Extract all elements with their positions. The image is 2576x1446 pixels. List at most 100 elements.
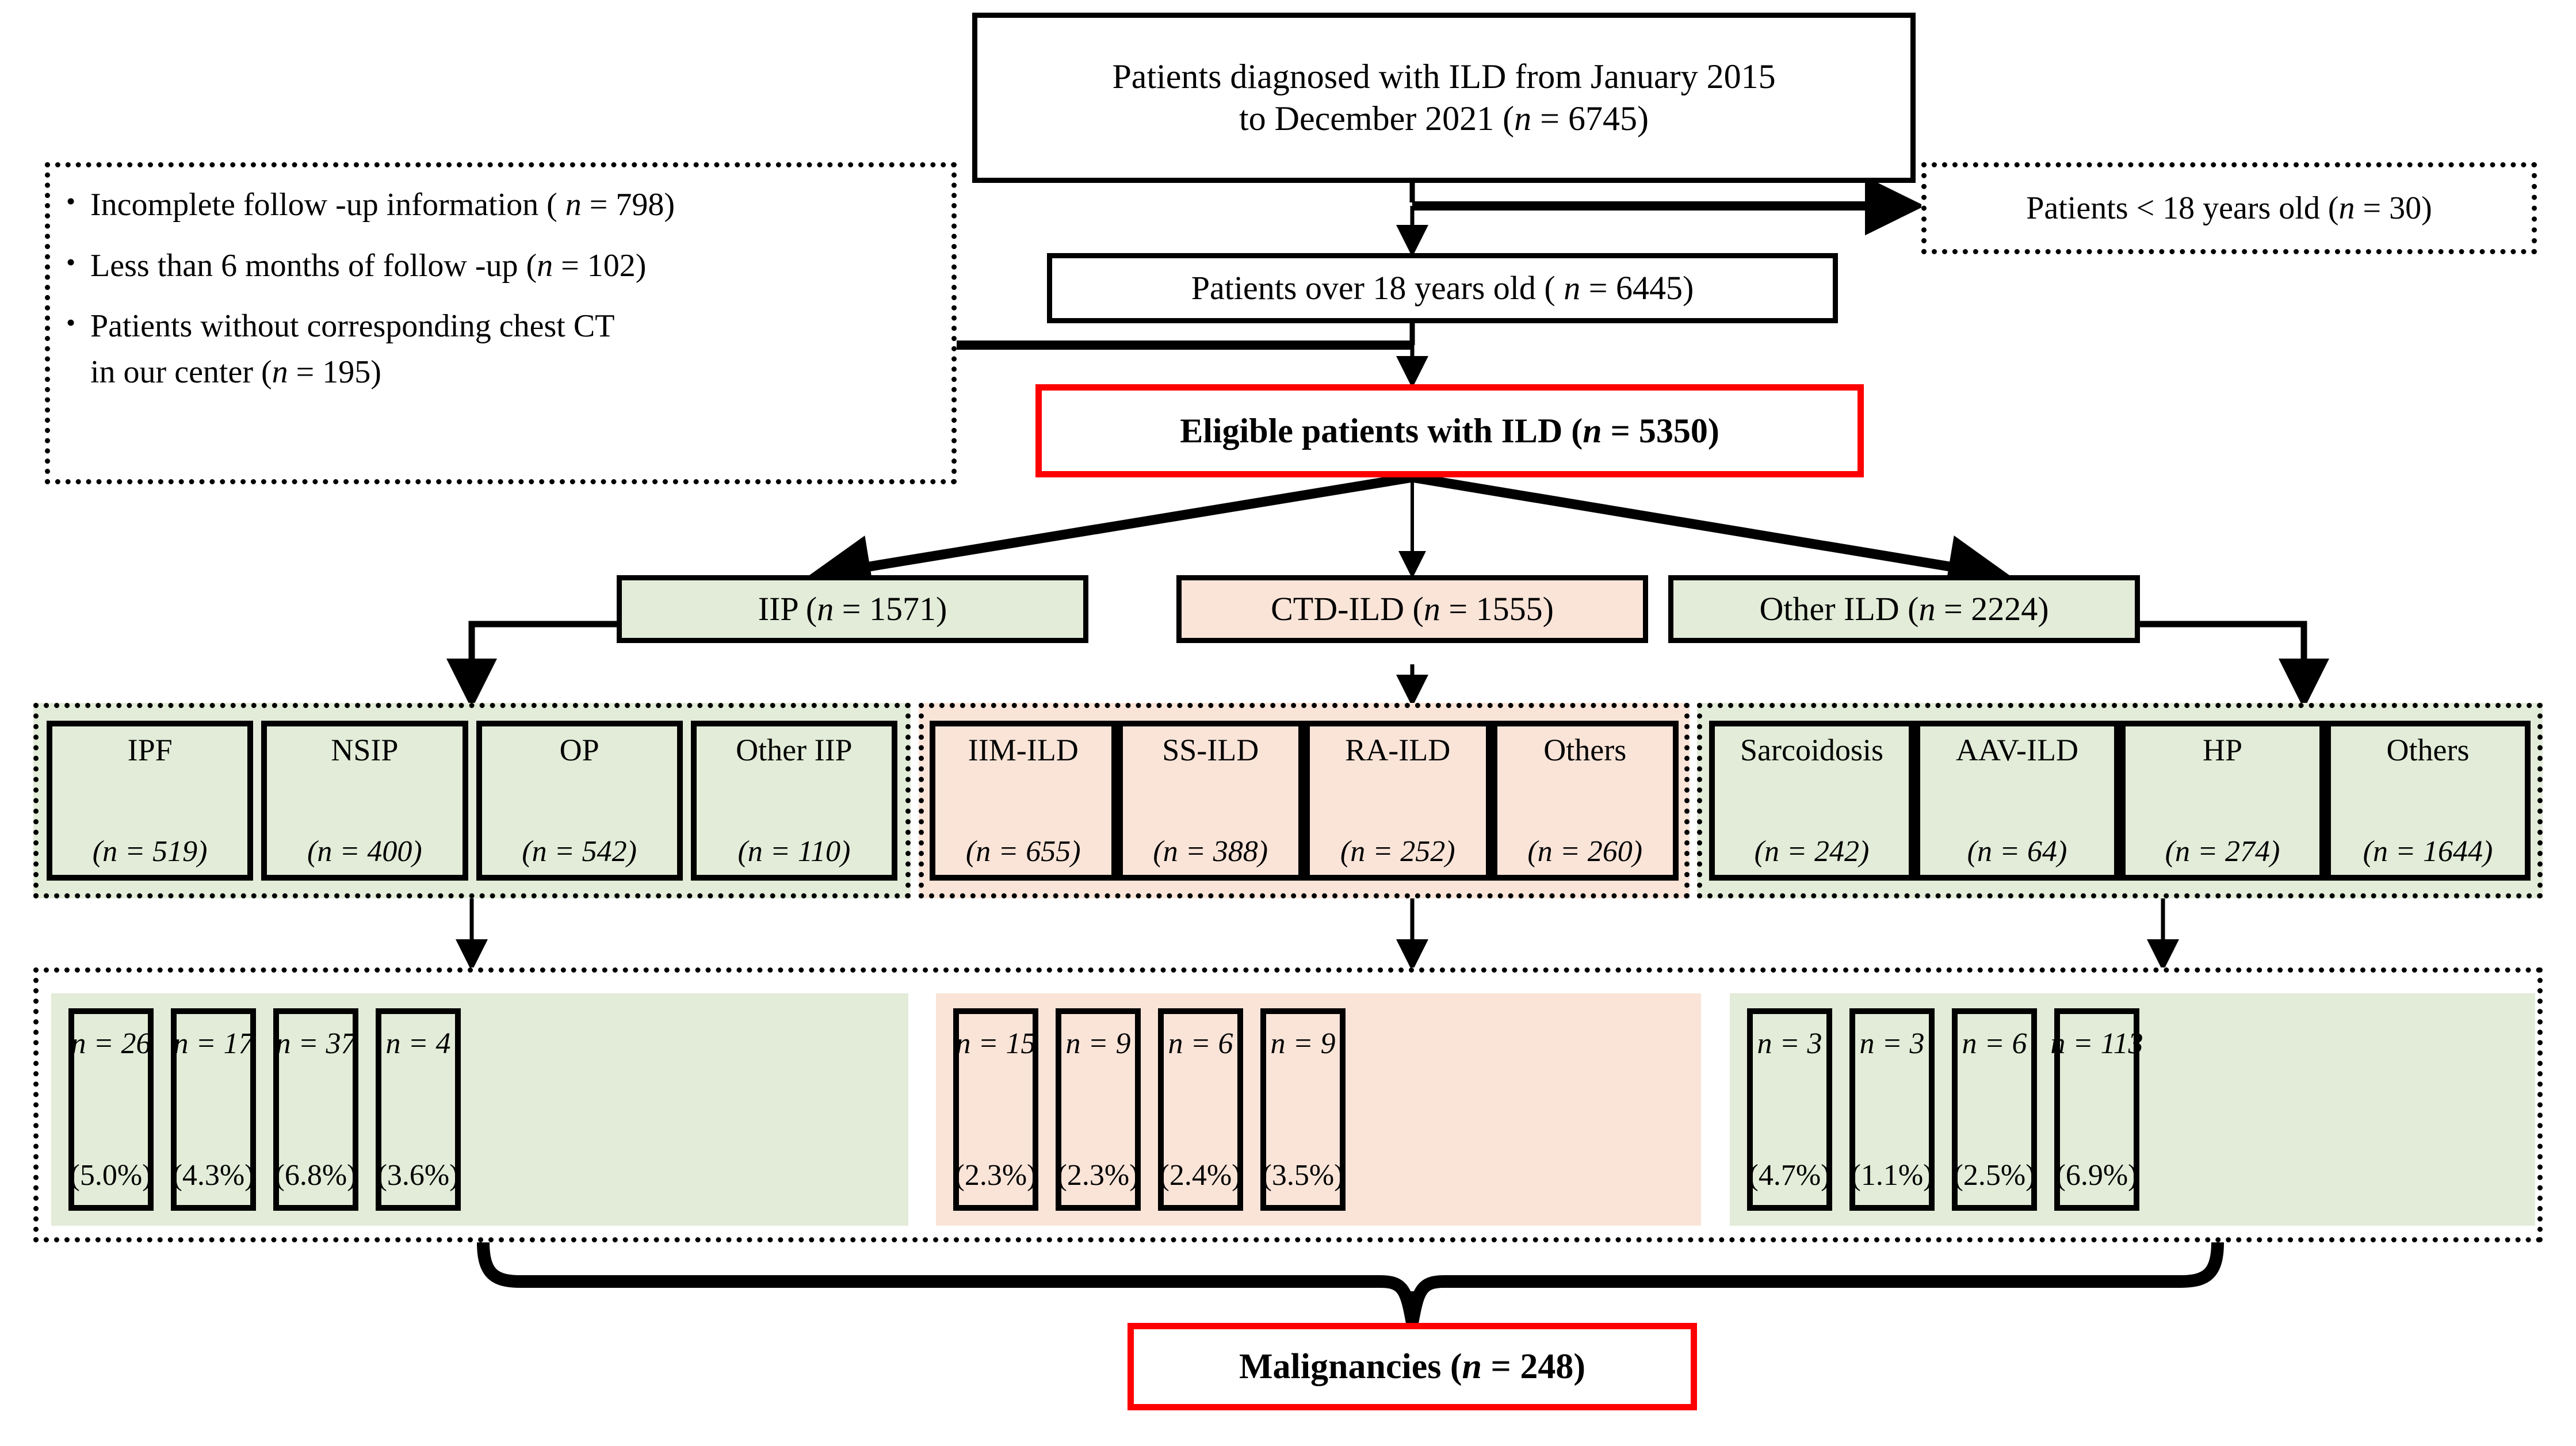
subtype-group-ctd-ild: IIM-ILD (n = 655) SS-ILD (n = 388) RA-IL… — [919, 703, 1690, 898]
exclusion-item-2: Less than 6 months of follow -up (n = 10… — [90, 247, 647, 284]
outcome-count-hp: n = 6 — [1962, 1027, 2027, 1060]
subtype-count-op: (n = 542) — [522, 835, 637, 868]
outcome-cell-ctd-others: n = 9 (3.5%) — [1260, 1008, 1346, 1211]
bullet-icon: • — [66, 186, 76, 216]
outcome-pct-iim-ild: (2.3%) — [954, 1159, 1037, 1192]
exclusion-under-18: Patients < 18 years old (n = 30) — [2026, 190, 2432, 226]
top-cohort-line1: Patients diagnosed with ILD from January… — [1112, 57, 1776, 95]
outcome-count-ipf: n = 26 — [71, 1027, 151, 1060]
outcome-count-aav-ild: n = 3 — [1859, 1027, 1925, 1060]
list-item: • Incomplete follow -up information ( n … — [66, 182, 934, 228]
exclusions-right-box: Patients < 18 years old (n = 30) — [1921, 162, 2537, 254]
subtype-label-hp: HP — [2202, 733, 2243, 767]
subtype-label-iim-ild: IIM-ILD — [968, 733, 1079, 767]
outcome-cell-ra-ild: n = 6 (2.4%) — [1158, 1008, 1243, 1211]
outcome-count-ra-ild: n = 6 — [1168, 1027, 1233, 1060]
malignancies-label: Malignancies (n = 248) — [1239, 1346, 1585, 1386]
outcome-cell-other-others: n = 113 (6.9%) — [2050, 1008, 2143, 1211]
outcome-count-ctd-others: n = 9 — [1270, 1027, 1336, 1060]
outcome-band-other-ild: n = 3 (4.7%) n = 3 (1.1%) n = 6 (2.5%) n… — [1730, 993, 2535, 1226]
subtype-cell-sarcoidosis: Sarcoidosis (n = 242) — [1709, 721, 1914, 881]
category-box-ctd-ild: CTD-ILD (n = 1555) — [1176, 575, 1648, 643]
exclusions-left-box: • Incomplete follow -up information ( n … — [45, 162, 957, 484]
exclusions-left-list: • Incomplete follow -up information ( n … — [50, 167, 951, 422]
eligible-box: Eligible patients with ILD (n = 5350) — [1035, 384, 1864, 477]
adults-box: Patients over 18 years old ( n = 6445) — [1047, 253, 1838, 323]
subtype-cell-iim-ild: IIM-ILD (n = 655) — [930, 721, 1117, 881]
exclusion-item-3-line2: in our center (n = 195) — [90, 354, 381, 390]
outcome-cell-sarcoidosis: n = 3 (4.7%) — [1747, 1008, 1832, 1211]
subtype-cell-other-others: Others (n = 1644) — [2325, 721, 2531, 881]
outcome-pct-op: (6.8%) — [274, 1159, 357, 1192]
outcome-cell-iim-ild: n = 15 (2.3%) — [953, 1008, 1038, 1211]
subtype-label-other-others: Others — [2386, 733, 2470, 767]
outcome-pct-nsip: (4.3%) — [172, 1159, 255, 1192]
exclusion-item-3: Patients without corresponding chest CT … — [90, 304, 614, 395]
outcome-count-ss-ild: n = 9 — [1065, 1027, 1131, 1060]
subtype-count-aav-ild: (n = 64) — [1967, 835, 2067, 868]
list-item: • Less than 6 months of follow -up (n = … — [66, 243, 934, 289]
subtype-group-iip: IPF (n = 519) NSIP (n = 400) OP (n = 542… — [33, 703, 911, 898]
outcome-count-nsip: n = 17 — [173, 1027, 254, 1060]
subtype-label-ctd-others: Others — [1543, 733, 1627, 767]
subtype-count-ss-ild: (n = 388) — [1153, 835, 1268, 868]
subtype-count-ra-ild: (n = 252) — [1340, 835, 1455, 868]
subtype-label-ipf: IPF — [127, 733, 173, 767]
malignancies-box: Malignancies (n = 248) — [1128, 1323, 1697, 1410]
top-cohort-box: Patients diagnosed with ILD from January… — [972, 13, 1916, 183]
subtype-cell-aav-ild: AAV-ILD (n = 64) — [1914, 721, 2120, 881]
subtype-group-other-ild: Sarcoidosis (n = 242) AAV-ILD (n = 64) H… — [1697, 703, 2543, 898]
category-label-iip: IIP (n = 1571) — [758, 590, 947, 628]
outcome-cell-ss-ild: n = 9 (2.3%) — [1056, 1008, 1141, 1211]
exclusion-item-1: Incomplete follow -up information ( n = … — [90, 187, 675, 223]
eligible-label: Eligible patients with ILD (n = 5350) — [1180, 411, 1719, 450]
subtype-count-ipf: (n = 519) — [92, 835, 208, 868]
subtype-count-ctd-others: (n = 260) — [1527, 835, 1643, 868]
outcome-pct-ss-ild: (2.3%) — [1057, 1159, 1140, 1192]
outcome-cell-aav-ild: n = 3 (1.1%) — [1849, 1008, 1935, 1211]
outcome-cell-ipf: n = 26 (5.0%) — [68, 1008, 154, 1211]
category-box-iip: IIP (n = 1571) — [617, 575, 1088, 643]
outcome-cell-hp: n = 6 (2.5%) — [1952, 1008, 2037, 1211]
subtype-cell-ctd-others: Others (n = 260) — [1491, 721, 1679, 881]
subtype-label-op: OP — [559, 733, 599, 767]
exclusion-item-3-line1: Patients without corresponding chest CT — [90, 308, 615, 345]
bullet-icon: • — [66, 247, 76, 277]
outcome-cell-other-iip: n = 4 (3.6%) — [376, 1008, 461, 1211]
subtype-cell-hp: HP (n = 274) — [2120, 721, 2325, 881]
subtype-label-aav-ild: AAV-ILD — [1955, 733, 2079, 767]
subtype-cell-other-iip: Other IIP (n = 110) — [690, 721, 897, 881]
subtype-label-nsip: NSIP — [331, 733, 399, 767]
outcome-count-other-others: n = 113 — [2050, 1027, 2143, 1060]
subtype-label-ra-ild: RA-ILD — [1345, 733, 1451, 767]
category-box-other-ild: Other ILD (n = 2224) — [1668, 575, 2140, 643]
outcome-count-op: n = 37 — [276, 1027, 356, 1060]
outcome-pct-other-others: (6.9%) — [2055, 1159, 2138, 1192]
top-cohort-line2: to December 2021 (n = 6745) — [1239, 100, 1649, 137]
malignancy-outcome-row: n = 26 (5.0%) n = 17 (4.3%) n = 37 (6.8%… — [33, 967, 2543, 1242]
category-label-ctd-ild: CTD-ILD (n = 1555) — [1271, 590, 1554, 628]
outcome-count-iim-ild: n = 15 — [956, 1027, 1036, 1060]
list-item: • Patients without corresponding chest C… — [66, 304, 934, 395]
subtype-cell-ipf: IPF (n = 519) — [47, 721, 254, 881]
outcome-cell-op: n = 37 (6.8%) — [273, 1008, 358, 1211]
outcome-pct-hp: (2.5%) — [1953, 1159, 2036, 1192]
subtype-label-other-iip: Other IIP — [736, 733, 853, 767]
outcome-pct-sarcoidosis: (4.7%) — [1748, 1159, 1831, 1192]
subtype-cell-ss-ild: SS-ILD (n = 388) — [1117, 721, 1304, 881]
bullet-icon: • — [66, 308, 76, 338]
subtype-cell-ra-ild: RA-ILD (n = 252) — [1304, 721, 1492, 881]
subtype-label-ss-ild: SS-ILD — [1162, 733, 1259, 767]
outcome-count-other-iip: n = 4 — [385, 1027, 451, 1060]
subtype-count-hp: (n = 274) — [2165, 835, 2280, 868]
outcome-pct-ctd-others: (3.5%) — [1262, 1159, 1344, 1192]
subtype-count-sarcoidosis: (n = 242) — [1754, 835, 1870, 868]
subtype-cell-nsip: NSIP (n = 400) — [261, 721, 468, 881]
subtype-count-other-iip: (n = 110) — [737, 835, 851, 868]
outcome-pct-aav-ild: (1.1%) — [1851, 1159, 1933, 1192]
outcome-band-iip: n = 26 (5.0%) n = 17 (4.3%) n = 37 (6.8%… — [51, 993, 908, 1226]
outcome-pct-other-iip: (3.6%) — [377, 1159, 460, 1192]
outcome-count-sarcoidosis: n = 3 — [1757, 1027, 1822, 1060]
outcome-pct-ra-ild: (2.4%) — [1159, 1159, 1242, 1192]
